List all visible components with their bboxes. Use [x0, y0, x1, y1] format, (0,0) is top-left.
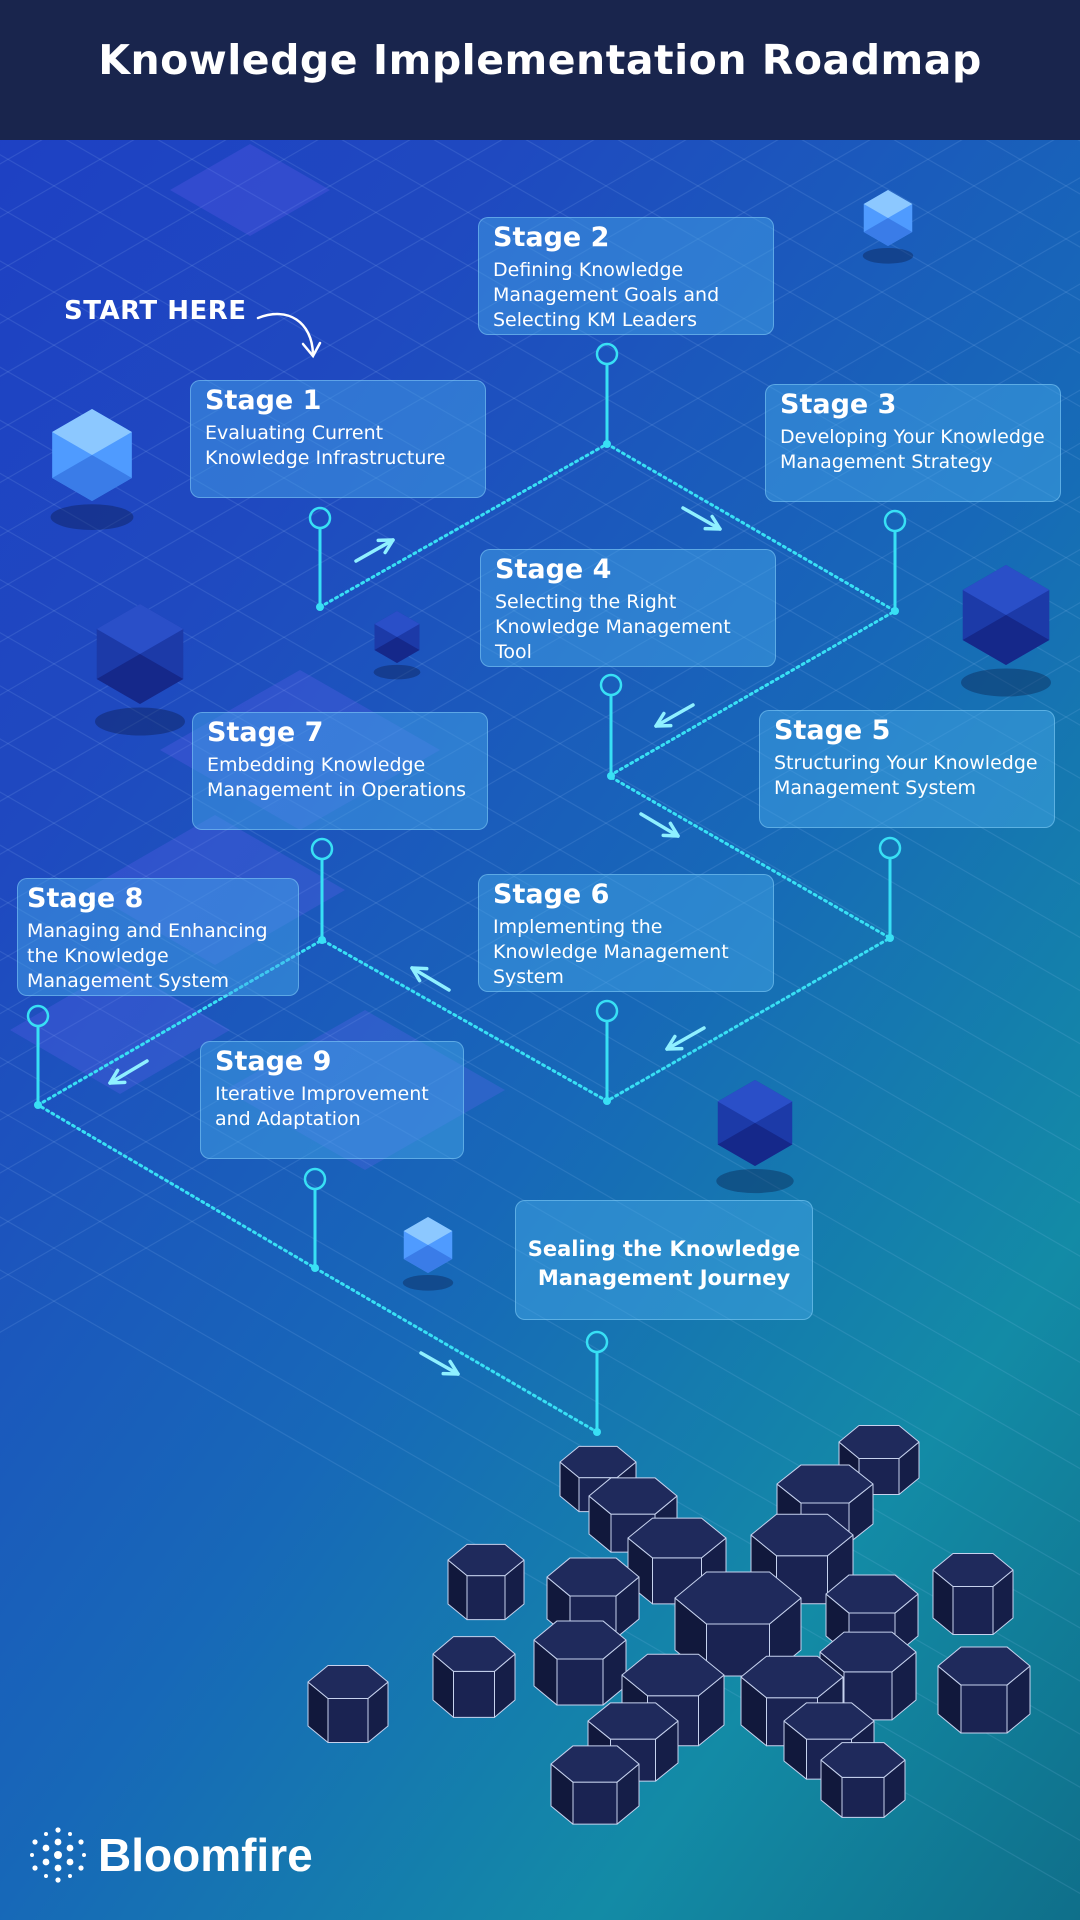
stage-1-card: Stage 1 Evaluating Current Knowledge Inf… — [190, 380, 486, 498]
stage-8-description: Managing and Enhancing the Knowledge Man… — [27, 920, 268, 992]
stage-4-title: Stage 4 — [495, 554, 612, 585]
stage-6-description: Implementing the Knowledge Management Sy… — [493, 916, 729, 988]
stage-3-description: Developing Your Knowledge Management Str… — [780, 426, 1045, 473]
bloomfire-logo-icon — [30, 1827, 86, 1883]
start-here-label: START HERE — [64, 296, 247, 326]
stage-8-card: Stage 8 Managing and Enhancing the Knowl… — [17, 878, 299, 996]
stage-9-title: Stage 9 — [215, 1046, 332, 1077]
stage-2-title: Stage 2 — [493, 222, 610, 253]
page-title: Knowledge Implementation Roadmap — [98, 36, 982, 84]
final-stage-card: Sealing the Knowledge Management Journey — [515, 1200, 813, 1320]
stage-3-title: Stage 3 — [780, 389, 897, 420]
stage-5-description: Structuring Your Knowledge Management Sy… — [774, 752, 1038, 799]
stage-2-description: Defining Knowledge Management Goals and … — [493, 259, 720, 331]
stage-9-card: Stage 9 Iterative Improvement and Adapta… — [200, 1041, 464, 1159]
stage-9-description: Iterative Improvement and Adaptation — [215, 1083, 429, 1130]
brand-logo: Bloomfire — [26, 1820, 313, 1900]
stage-7-description: Embedding Knowledge Management in Operat… — [207, 754, 467, 801]
stage-6-card: Stage 6 Implementing the Knowledge Manag… — [478, 874, 774, 992]
stage-7-title: Stage 7 — [207, 717, 324, 748]
stage-2-card: Stage 2 Defining Knowledge Management Go… — [478, 217, 774, 335]
stage-1-description: Evaluating Current Knowledge Infrastruct… — [205, 422, 446, 469]
stage-5-title: Stage 5 — [774, 715, 891, 746]
stage-8-title: Stage 8 — [27, 883, 144, 914]
stage-3-card: Stage 3 Developing Your Knowledge Manage… — [765, 384, 1061, 502]
stage-1-title: Stage 1 — [205, 385, 322, 416]
brand-name: Bloomfire — [98, 1829, 313, 1881]
stage-4-description: Selecting the Right Knowledge Management… — [495, 591, 731, 663]
stage-7-card: Stage 7 Embedding Knowledge Management i… — [192, 712, 488, 830]
final-stage-label: Sealing the Knowledge Management Journey — [527, 1237, 801, 1290]
stage-5-card: Stage 5 Structuring Your Knowledge Manag… — [759, 710, 1055, 828]
stage-6-title: Stage 6 — [493, 879, 610, 910]
header-bar: Knowledge Implementation Roadmap — [0, 0, 1080, 140]
stage-4-card: Stage 4 Selecting the Right Knowledge Ma… — [480, 549, 776, 667]
